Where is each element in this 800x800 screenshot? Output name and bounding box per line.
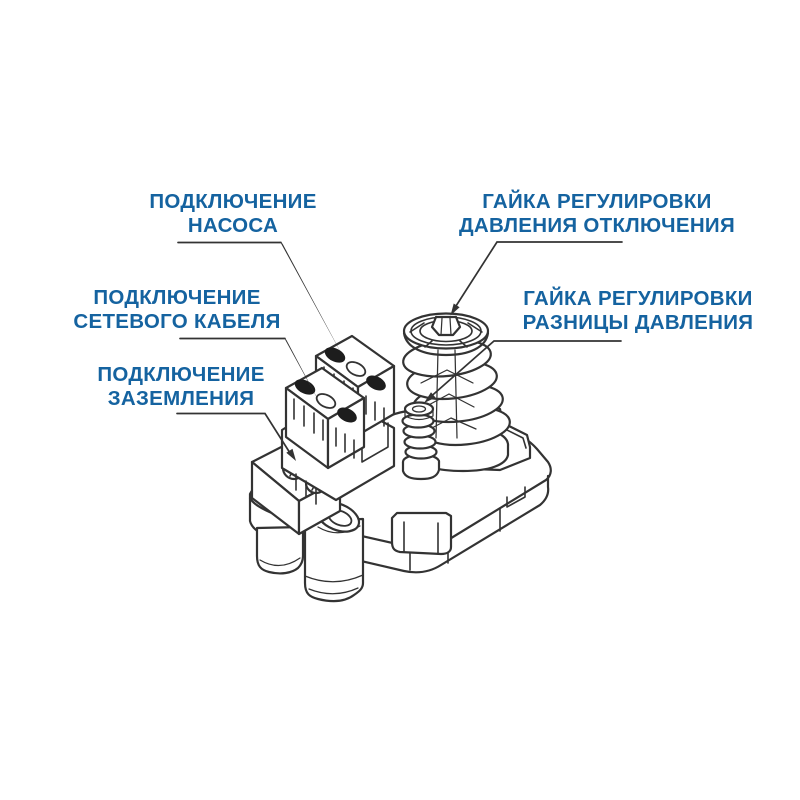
leader-pump-pointer bbox=[279, 241, 346, 361]
terminal-block-mains bbox=[284, 366, 366, 470]
label-line: РАЗНИЦЫ ДАВЛЕНИЯ bbox=[522, 311, 754, 334]
terminal-screw bbox=[366, 375, 386, 391]
label-line: СЕТЕВОГО КАБЕЛЯ bbox=[73, 310, 281, 333]
leader-mains-pointer bbox=[283, 337, 323, 408]
arrowhead-icon bbox=[450, 303, 460, 316]
label-line: ГАЙКА РЕГУЛИРОВКИ bbox=[523, 287, 753, 310]
bottom-hex-boss bbox=[390, 511, 453, 556]
leader-ground-line bbox=[176, 412, 291, 454]
label-line: ПОДКЛЮЧЕНИЕ bbox=[97, 363, 265, 386]
leader-cutoff-line bbox=[455, 241, 623, 307]
label-pressure-difference-nut: ГАЙКА РЕГУЛИРОВКИ РАЗНИЦЫ ДАВЛЕНИЯ bbox=[523, 287, 754, 335]
range-spring-large bbox=[402, 338, 511, 473]
leader-difference-line bbox=[430, 340, 622, 397]
label-cutoff-pressure-nut: ГАЙКА РЕГУЛИРОВКИ ДАВЛЕНИЯ ОТКЛЮЧЕНИЯ bbox=[459, 190, 735, 238]
arrowhead-icon bbox=[424, 392, 436, 403]
callout-leaders bbox=[176, 241, 623, 461]
terminal-screw bbox=[294, 379, 316, 395]
label-ground-connection: ПОДКЛЮЧЕНИЕ ЗАЗЕМЛЕНИЯ bbox=[97, 363, 264, 411]
label-line: ПОДКЛЮЧЕНИЕ bbox=[93, 286, 261, 309]
terminal-hole bbox=[345, 361, 367, 377]
differential-spring-small bbox=[401, 401, 441, 481]
label-line: ЗАЗЕМЛЕНИЯ bbox=[107, 387, 255, 410]
terminal-hole bbox=[315, 393, 337, 409]
label-line: ГАЙКА РЕГУЛИРОВКИ bbox=[482, 190, 712, 213]
label-line: ДАВЛЕНИЯ ОТКЛЮЧЕНИЯ bbox=[458, 214, 736, 237]
label-line: ПОДКЛЮЧЕНИЕ bbox=[149, 190, 317, 213]
arrowhead-icon bbox=[286, 448, 296, 461]
label-pump-connection: ПОДКЛЮЧЕНИЕ НАСОСА bbox=[149, 190, 316, 238]
terminal-screw bbox=[337, 407, 357, 423]
adjustment-nut-small bbox=[403, 401, 435, 421]
label-line: НАСОСА bbox=[187, 214, 279, 237]
pressure-switch-device bbox=[248, 312, 552, 603]
hex-nut bbox=[430, 315, 462, 337]
label-mains-cable-connection: ПОДКЛЮЧЕНИЕ СЕТЕВОГО КАБЕЛЯ bbox=[73, 286, 280, 334]
adjustment-nut-large bbox=[402, 312, 490, 357]
pressure-port-cylinders bbox=[255, 517, 365, 603]
